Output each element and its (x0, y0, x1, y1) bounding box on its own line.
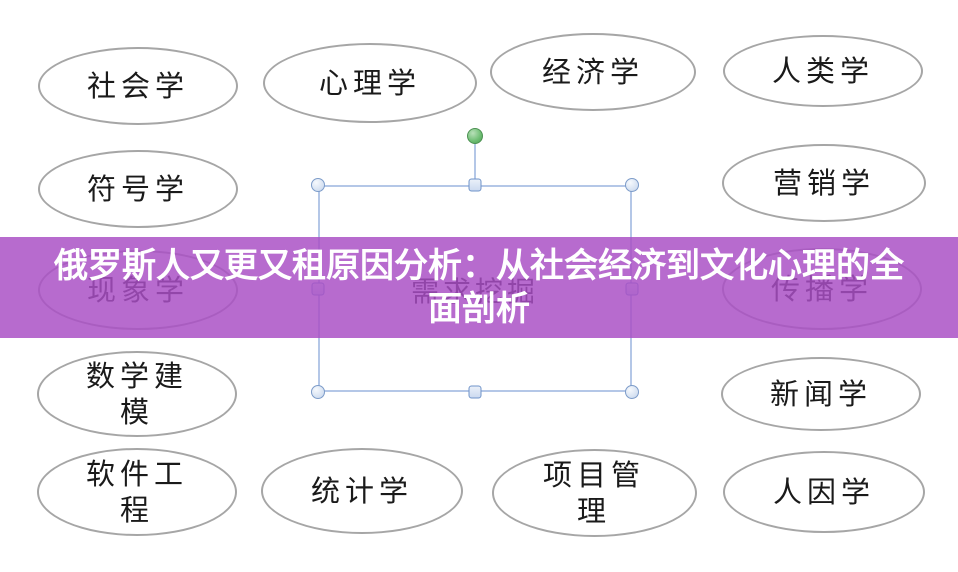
selection-handle-bottom-left[interactable] (311, 385, 325, 399)
diagram-node-label: 模 (119, 395, 154, 429)
diagram-node-label: 社会学 (86, 69, 189, 103)
diagram-node-ellipse[interactable]: 营销学 (722, 144, 926, 222)
banner-title-line1: 俄罗斯人又更又租原因分析：从社会经济到文化心理的全 (54, 245, 904, 286)
selection-handle-top-middle[interactable] (468, 178, 482, 192)
diagram-node-ellipse[interactable]: 新闻学 (721, 357, 921, 431)
selection-handle-top-right[interactable] (625, 178, 639, 192)
banner-title-line2: 面剖析 (428, 288, 530, 329)
diagram-node-ellipse[interactable]: 软件工程 (37, 448, 237, 536)
diagram-node-label: 经济学 (541, 55, 644, 89)
diagram-node-label: 程 (119, 493, 154, 527)
rotate-handle-connector (474, 143, 476, 185)
diagram-node-ellipse[interactable]: 社会学 (38, 47, 238, 125)
diagram-node-label: 数学建 (85, 359, 188, 393)
diagram-node-ellipse[interactable]: 心理学 (263, 43, 477, 123)
diagram-node-label: 人因学 (772, 475, 875, 509)
selection-handle-bottom-right[interactable] (625, 385, 639, 399)
diagram-node-ellipse[interactable]: 项目管理 (491, 449, 697, 537)
diagram-node-label: 新闻学 (769, 377, 872, 411)
diagram-node-ellipse[interactable]: 人类学 (723, 35, 923, 107)
selection-handle-bottom-middle[interactable] (468, 385, 482, 399)
diagram-node-ellipse[interactable]: 经济学 (490, 33, 696, 111)
diagram-node-label: 软件工 (85, 457, 188, 491)
diagram-node-ellipse[interactable]: 符号学 (38, 150, 238, 228)
diagram-node-ellipse[interactable]: 人因学 (723, 451, 925, 533)
diagram-node-label: 心理学 (318, 66, 421, 100)
diagram-node-label: 营销学 (772, 166, 875, 200)
rotate-handle[interactable] (467, 128, 483, 144)
diagram-node-ellipse[interactable]: 统计学 (261, 448, 463, 534)
diagram-node-label: 人类学 (771, 54, 874, 88)
diagram-node-label: 项目管 (542, 458, 645, 492)
selection-handle-top-left[interactable] (311, 178, 325, 192)
diagram-node-label: 统计学 (310, 474, 413, 508)
title-banner: 俄罗斯人又更又租原因分析：从社会经济到文化心理的全 面剖析 (0, 237, 958, 338)
diagram-node-label: 理 (576, 494, 611, 528)
diagram-node-label: 符号学 (86, 172, 189, 206)
diagram-node-ellipse[interactable]: 数学建模 (37, 351, 237, 437)
